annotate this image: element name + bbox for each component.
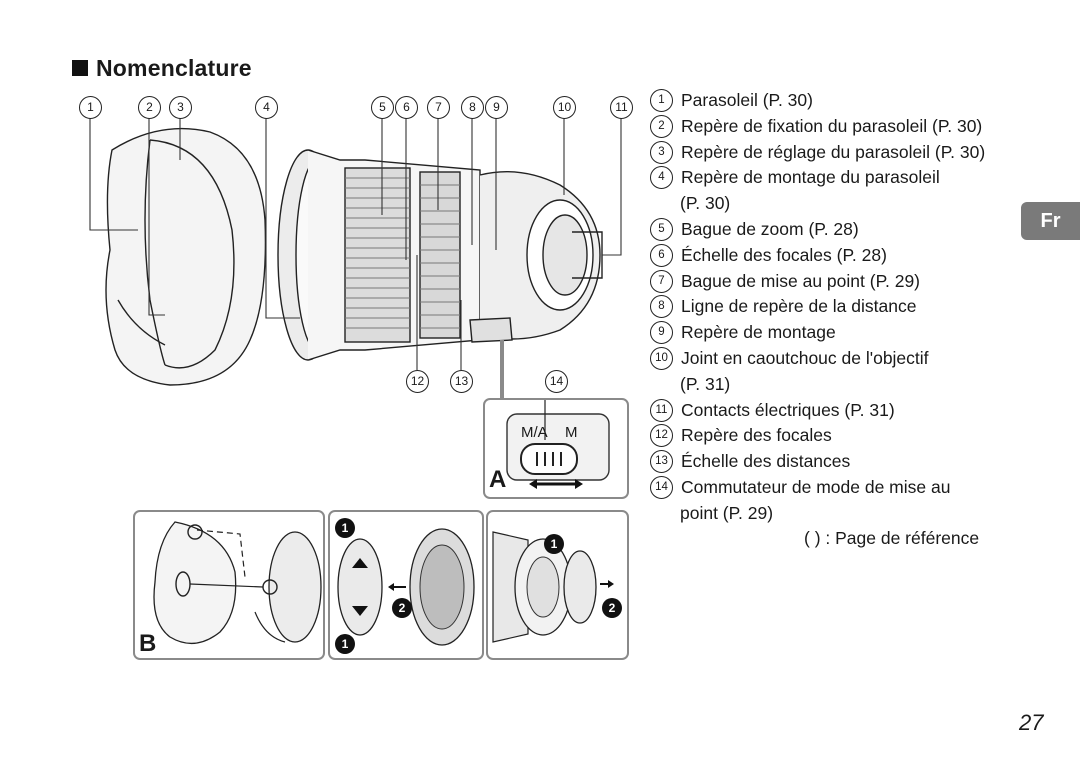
zoom-ring (344, 167, 411, 343)
page-number: 27 (1019, 710, 1044, 735)
item-text: Repère de montage du parasoleil (681, 167, 940, 188)
step-2-rear: 2 (602, 598, 622, 618)
item-text: Parasoleil (P. 30) (681, 90, 813, 110)
list-item: 2 Repère de fixation du parasoleil (P. 30… (650, 114, 1020, 140)
item-text-cont: (P. 30) (680, 193, 731, 214)
lens-hood (105, 127, 267, 386)
list-item: 6 Échelle des focales (P. 28) (650, 243, 1020, 269)
switch-illustration (506, 400, 610, 489)
list-item: 7 Bague de mise au point (P. 29) (650, 269, 1020, 295)
rear-cap-illustration (492, 531, 614, 643)
list-item: 9 Repère de montage (650, 320, 1020, 346)
page-title: Nomenclature (72, 55, 252, 82)
list-item: 10 Joint en caoutchouc de l'objectif (650, 346, 1020, 372)
item-number: 9 (650, 321, 673, 345)
item-text: Repère de montage (681, 322, 836, 343)
item-number: 10 (650, 346, 673, 370)
list-item: 3 Repère de réglage du parasoleil (P. 30) (650, 140, 1020, 166)
item-text-cont: (P. 31) (680, 373, 731, 394)
callout-9: 9 (485, 96, 508, 119)
list-item-continuation: point (P. 29) (650, 501, 1020, 527)
language-tab: Fr (1021, 202, 1080, 240)
item-text-cont: point (P. 29) (680, 502, 774, 523)
item-number: 2 (650, 114, 673, 138)
item-text: Repère de réglage du parasoleil (P. 30) (681, 141, 986, 162)
panel-a-letter: A (489, 466, 507, 493)
switch-label-ma: M/A (521, 424, 548, 441)
callout-13: 13 (450, 370, 473, 393)
callout-2: 2 (138, 96, 161, 119)
front-cap-illustration (337, 528, 475, 646)
list-item-continuation: (P. 31) (650, 372, 1020, 398)
list-item: 8 Ligne de repère de la distance (650, 294, 1020, 320)
item-number: 11 (650, 398, 673, 422)
item-number: 12 (650, 424, 673, 448)
item-text: Repère des focales (681, 425, 832, 446)
panel-b-hood: B (133, 510, 325, 660)
item-text: Commutateur de mode de mise au (681, 476, 951, 497)
item-text: Repère de fixation du parasoleil (P. 30) (681, 115, 983, 136)
list-item: 5 Bague de zoom (P. 28) (650, 217, 1020, 243)
step-1-bottom: 1 (335, 634, 355, 654)
list-item-continuation: (P. 30) (650, 191, 1020, 217)
callout-5: 5 (371, 96, 394, 119)
list-item: 14 Commutateur de mode de mise au (650, 475, 1020, 501)
item-number: 14 (650, 475, 673, 499)
list-item: 1 Parasoleil (P. 30) (650, 88, 1020, 114)
item-number: 4 (650, 166, 673, 190)
callout-11: 11 (610, 96, 633, 119)
item-number: 1 (650, 89, 673, 112)
step-1-rear: 1 (544, 534, 564, 554)
step-2: 2 (392, 598, 412, 618)
item-text: Échelle des distances (681, 451, 851, 472)
callout-7: 7 (427, 96, 450, 119)
item-number: 13 (650, 450, 673, 474)
list-item: 12 Repère des focales (650, 423, 1020, 449)
callout-6: 6 (395, 96, 418, 119)
item-number: 6 (650, 243, 673, 267)
item-number: 3 (650, 140, 673, 164)
switch-label-m: M (565, 424, 578, 441)
list-item: 11 Contacts électriques (P. 31) (650, 398, 1020, 424)
square-bullet-icon (72, 60, 88, 76)
panel-rear-cap: 1 2 (486, 510, 629, 660)
item-text: Joint en caoutchouc de l'objectif (681, 347, 929, 368)
item-text: Bague de mise au point (P. 29) (681, 270, 921, 291)
panel-b-letter: B (139, 630, 157, 657)
item-text: Contacts électriques (P. 31) (681, 399, 895, 420)
nomenclature-list: 1 Parasoleil (P. 30) 2 Repère de fixation … (650, 88, 1020, 527)
callout-10: 10 (553, 96, 576, 119)
focus-ring (419, 171, 461, 339)
reference-note: ( ) : Page de référence (804, 528, 980, 548)
callout-12: 12 (406, 370, 429, 393)
list-item: 13 Échelle des distances (650, 449, 1020, 475)
callout-3: 3 (169, 96, 192, 119)
item-text: Échelle des focales (P. 28) (681, 244, 887, 265)
callout-1: 1 (79, 96, 102, 119)
panel-a-switch: M/A M A (483, 398, 629, 499)
list-item: 4 Repère de montage du parasoleil (650, 165, 1020, 191)
item-text: Bague de zoom (P. 28) (681, 218, 859, 239)
callout-14: 14 (545, 370, 568, 393)
hood-mounting-illustration (153, 521, 322, 644)
item-number: 7 (650, 269, 673, 293)
panel-front-cap: 1 2 1 (328, 510, 484, 660)
item-text: Ligne de repère de la distance (681, 296, 917, 317)
callout-4: 4 (255, 96, 278, 119)
step-1-top: 1 (335, 518, 355, 538)
callout-8: 8 (461, 96, 484, 119)
item-number: 8 (650, 295, 673, 319)
item-number: 5 (650, 217, 673, 241)
page-title-text: Nomenclature (96, 55, 252, 81)
